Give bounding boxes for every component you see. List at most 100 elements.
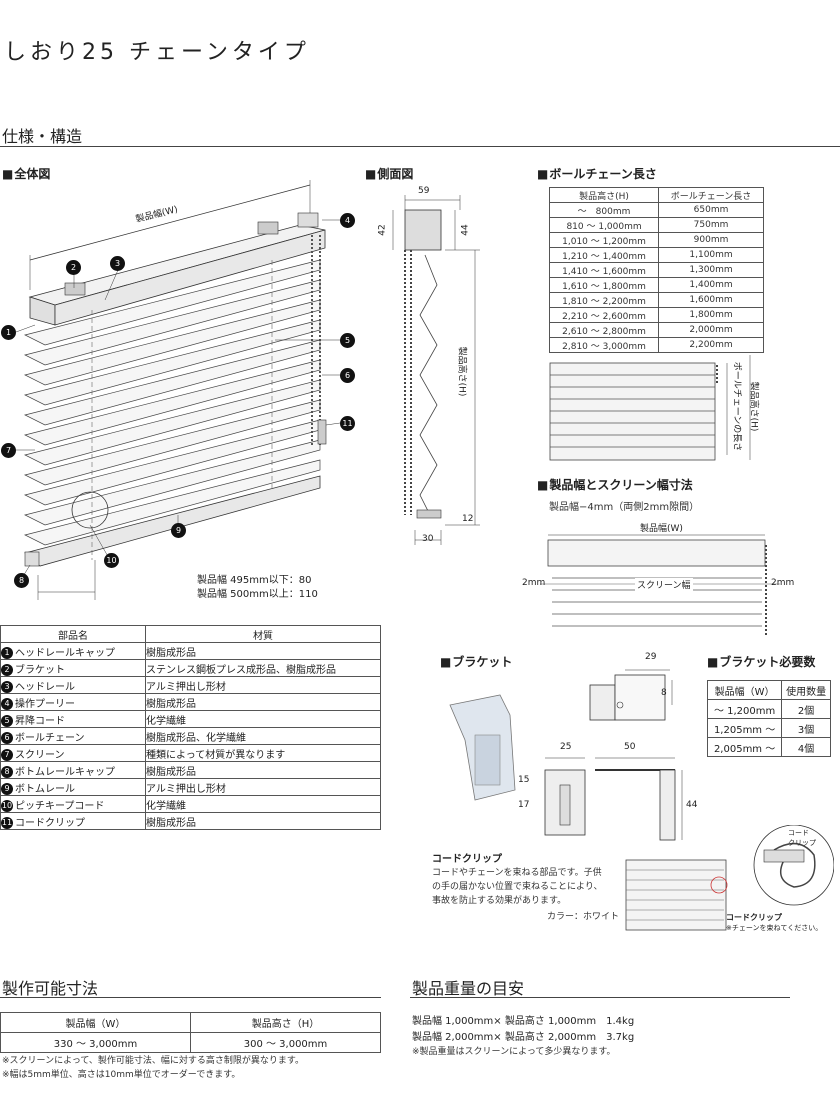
screen-gap-right: 2mm <box>771 578 795 588</box>
callout-6: 6 <box>340 368 355 383</box>
cord-clip-label-top-1: コード <box>788 829 809 837</box>
callout-11: 11 <box>340 416 355 431</box>
bracket-dim-44: 44 <box>686 800 698 810</box>
side-height-label: 製品高さ(H) <box>456 346 467 397</box>
part-name: スクリーン <box>15 749 65 761</box>
size-rule <box>0 997 381 998</box>
size-table-header: 製品幅（W） 製品高さ（H） <box>0 1012 381 1033</box>
part-name: 昇降コード <box>15 715 65 727</box>
chain-cell: 810 〜 1,000mm <box>548 217 660 233</box>
chain-table-header: 製品高さ(H) ボールチェーン長さ <box>548 187 764 203</box>
chain-header-length: ボールチェーン長さ <box>658 187 764 203</box>
side-dim-30: 30 <box>422 534 434 544</box>
part-number: 4 <box>1 697 13 710</box>
part-material: 樹脂成形品 <box>145 693 381 711</box>
size-note-2: ※幅は5mm単位、高さは10mm単位でオーダーできます。 <box>2 1070 241 1080</box>
chain-cell: 1,300mm <box>658 262 764 278</box>
weight-rule <box>410 997 790 998</box>
part-name: ボトムレールキャップ <box>15 766 115 778</box>
side-dim-59: 59 <box>418 186 430 196</box>
chain-cell: 〜 800mm <box>548 202 660 218</box>
part-name: 操作プーリー <box>15 698 75 710</box>
part-name: ボトムレール <box>15 783 75 795</box>
table-row: 1,205mm 〜3個 <box>706 718 831 738</box>
chain-cell: 2,200mm <box>658 337 764 353</box>
side-dim-44: 44 <box>460 224 471 236</box>
overall-note-2: 製品幅 500mm以上：110 <box>197 589 318 600</box>
cord-clip-color: カラー：ホワイト <box>547 912 620 922</box>
screen-width-label: 製品幅(W) <box>640 524 683 534</box>
callout-8: 8 <box>14 573 29 588</box>
parts-header-name: 部品名 <box>0 625 146 643</box>
bracket-cell: 〜 1,200mm <box>706 699 783 719</box>
callout-5: 5 <box>340 333 355 348</box>
callout-7: 7 <box>1 443 16 458</box>
overall-diagram <box>15 180 341 600</box>
size-value-height: 300 〜 3,000mm <box>190 1032 381 1053</box>
bracket-cell: 1,205mm 〜 <box>706 718 783 738</box>
part-number: 2 <box>1 663 13 676</box>
page-title: しおり25 チェーンタイプ <box>4 40 310 65</box>
chain-cell: 1,010 〜 1,200mm <box>548 232 660 248</box>
screen-label: スクリーン幅 <box>635 578 693 591</box>
chain-length-label: ボールチェーンの長さ <box>731 361 742 452</box>
side-heading: 側面図 <box>365 165 413 182</box>
bracket-cell: 2,005mm 〜 <box>706 737 783 757</box>
bracket-dim-15: 15 <box>518 775 530 785</box>
chain-cell: 1,410 〜 1,600mm <box>548 262 660 278</box>
screen-diagram <box>540 534 780 635</box>
overall-note-1: 製品幅 495mm以下：80 <box>197 575 312 586</box>
size-heading: 製作可能寸法 <box>2 979 99 998</box>
part-name: ボールチェーン <box>15 732 85 744</box>
part-material: 種類によって材質が異なります <box>145 744 381 762</box>
part-number: 11 <box>1 816 13 829</box>
spec-rule <box>0 146 840 147</box>
chain-cell: 1,600mm <box>658 292 764 308</box>
part-material: アルミ押出し形材 <box>145 778 381 796</box>
chain-cell: 650mm <box>658 202 764 218</box>
bracket-header-width: 製品幅（W） <box>706 680 783 700</box>
chain-cell: 2,810 〜 3,000mm <box>548 337 660 353</box>
chain-cell: 2,000mm <box>658 322 764 338</box>
part-number: 1 <box>1 646 13 659</box>
cord-clip-desc-3: 事故を防止する効果があります。 <box>432 896 567 906</box>
chain-diagram <box>549 355 751 461</box>
chain-cell: 750mm <box>658 217 764 233</box>
side-dim-12: 12 <box>462 514 474 524</box>
bracket-dim-8: 8 <box>661 688 667 698</box>
part-material: 化学繊維 <box>145 710 381 728</box>
part-material: 樹脂成形品、化学繊維 <box>145 727 381 745</box>
callout-1: 1 <box>1 325 16 340</box>
size-value-width: 330 〜 3,000mm <box>0 1032 191 1053</box>
bracket-dim-25: 25 <box>560 742 572 752</box>
weight-note: ※製品重量はスクリーンによって多少異なります。 <box>412 1047 616 1057</box>
cord-clip-diagram <box>625 825 834 931</box>
parts-header-material: 材質 <box>145 625 381 643</box>
callout-3: 3 <box>110 256 125 271</box>
part-number: 3 <box>1 680 13 693</box>
bracket-dim-50: 50 <box>624 742 636 752</box>
callout-2: 2 <box>66 260 81 275</box>
part-number: 9 <box>1 782 13 795</box>
part-material: 樹脂成形品 <box>145 761 381 779</box>
bracket-header-qty: 使用数量 <box>781 680 831 700</box>
chain-cell: 2,610 〜 2,800mm <box>548 322 660 338</box>
side-dim-42: 42 <box>377 224 388 236</box>
parts-table-header: 部品名 材質 <box>0 625 381 643</box>
weight-line-1: 製品幅 1,000mm× 製品高さ 1,000mm 1.4kg <box>412 1016 635 1027</box>
part-material: ステンレス鋼板プレス成形品、樹脂成形品 <box>145 659 381 677</box>
callout-10: 10 <box>104 553 119 568</box>
chain-cell: 1,100mm <box>658 247 764 263</box>
bracket-cell: 4個 <box>781 737 831 757</box>
